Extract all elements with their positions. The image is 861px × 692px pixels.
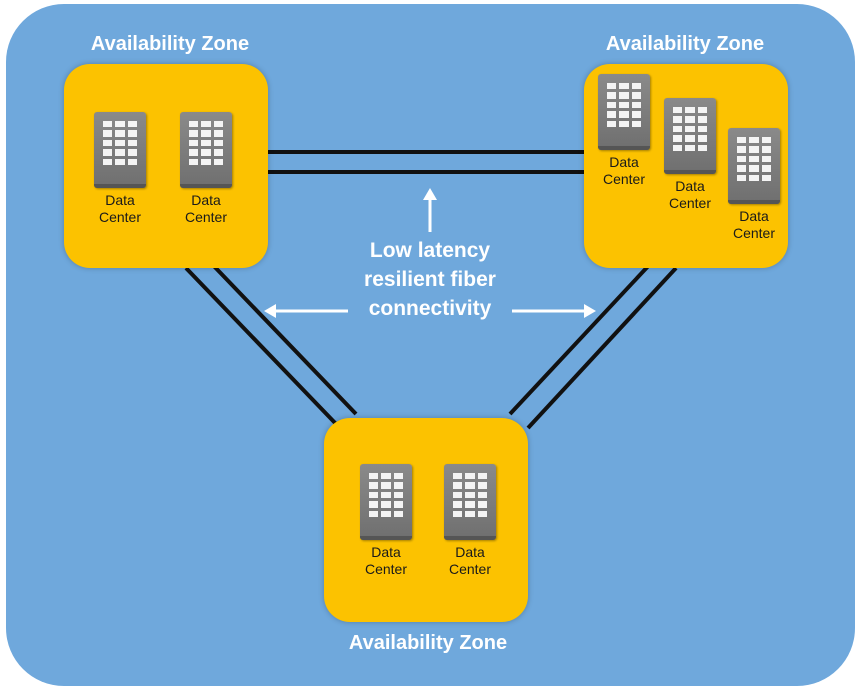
fiber-link-top <box>262 150 592 174</box>
server-rack-icon <box>598 74 650 150</box>
arrow-right <box>512 304 596 318</box>
server-rack-icon <box>94 112 146 188</box>
server-rack-icon <box>360 464 412 540</box>
arrow-left <box>264 304 348 318</box>
server-rack-icon <box>664 98 716 174</box>
server-rack-icon <box>728 128 780 204</box>
zone-title-top-left: Availability Zone <box>90 33 250 55</box>
server-rack-icon <box>180 112 232 188</box>
server-rack-icon <box>444 464 496 540</box>
fiber-link-left <box>184 260 358 428</box>
connectivity-caption: Low latency resilient fiber connectivity <box>364 239 496 320</box>
fiber-link-right <box>508 260 678 430</box>
zone-title-top-right: Availability Zone <box>605 33 765 55</box>
arrow-up <box>423 188 437 232</box>
zone-title-bottom: Availability Zone <box>348 632 508 654</box>
